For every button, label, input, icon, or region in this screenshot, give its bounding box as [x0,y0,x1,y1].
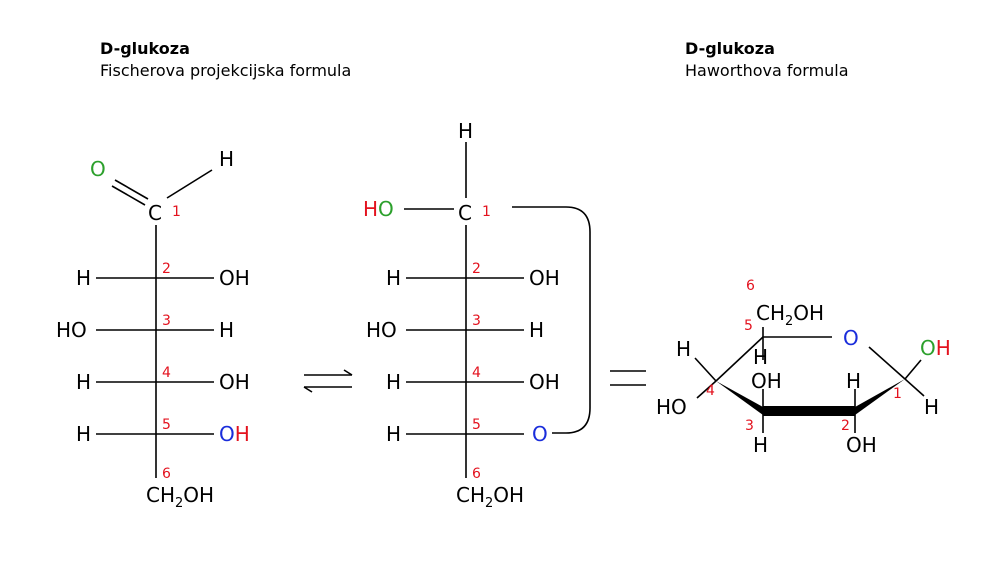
fischer2-oh-group: OH [493,483,524,507]
haworth-c4-ho: HO [656,395,687,419]
fischer2-c4-h: H [386,370,401,394]
fischer1-c5-hydroxyl-o: O [219,422,235,446]
haworth-anomeric-o: O [920,336,936,360]
haworth-carbon-number-6: 6 [746,278,755,294]
fischer1-c5-hydroxyl-h: H [235,422,250,446]
fischer1-ch-group: CH [146,483,175,507]
fischer2-ch-group: CH [456,483,485,507]
aldehyde-h-bond [166,169,213,199]
fischer2-carbon-number-3: 3 [472,313,481,329]
aldehyde-hydrogen: H [219,147,234,171]
haworth-carbon-number-4: 4 [706,383,715,399]
haworth-carbon-number-2: 2 [841,418,850,434]
fischer2-ch2-subscript: 2 [485,496,493,511]
equilibrium-reverse-head [303,386,313,393]
fischer2-anomeric-hydroxyl: HO [363,197,394,221]
haworth-o-c1-bond [868,346,906,380]
fischer1-ch2oh: CH2OH [146,483,214,511]
haworth-carbon-number-5: 5 [744,318,753,334]
aldehyde-oxygen: O [90,157,106,181]
fischer1-ch2-subscript: 2 [175,496,183,511]
fischer1-c2-oh: OH [219,266,250,290]
fischer-compound-name: D-glukoza [100,39,190,58]
fischer2-c1-carbon: C [458,201,472,225]
haworth-formula-type: Haworthova formula [685,61,849,80]
fischer2-c4-oh: OH [529,370,560,394]
haworth-ring-oxygen: O [843,326,859,350]
haworth-ch-group: CH [756,301,785,325]
fischer2-c2-h: H [386,266,401,290]
fischer2-carbon-number-5: 5 [472,417,481,433]
fischer1-c4-oh: OH [219,370,250,394]
fischer-formula-type: Fischerova projekcijska formula [100,61,352,80]
fischer2-c3-ho: HO [366,318,397,342]
fischer1-c5-hydroxyl: OH [219,422,250,446]
fischer1-oh-group: OH [183,483,214,507]
fischer1-carbon-number-3: 3 [162,313,171,329]
fischer1-carbon-number-2: 2 [162,261,171,277]
haworth-c1-h-bond [904,378,925,397]
ring-closure-bracket [512,206,591,434]
haworth-anomeric-hydroxyl: OH [920,336,951,360]
haworth-compound-name: D-glukoza [685,39,775,58]
fischer1-c3-ho: HO [56,318,87,342]
haworth-c3-oh: OH [751,369,782,393]
fischer2-carbon-number-1: 1 [482,204,491,220]
haworth-c1-h: H [924,395,939,419]
haworth-c5-h: H [753,345,768,369]
fischer2-anomeric-o: O [378,197,394,221]
fischer1-c2-h: H [76,266,91,290]
haworth-c4-h-bond [694,357,717,382]
haworth-c3-h: H [753,433,768,457]
fischer1-carbon-number-5: 5 [162,417,171,433]
haworth-header: D-glukoza Haworthova formula [685,38,849,82]
fischer1-carbon-number-6: 6 [162,466,171,482]
fischer2-c2-oh: OH [529,266,560,290]
fischer1-c1-carbon: C [148,201,162,225]
fischer1-c3-h: H [219,318,234,342]
haworth-oh-group: OH [793,301,824,325]
haworth-ch2-subscript: 2 [785,314,793,329]
fischer2-ring-oxygen: O [532,422,548,446]
haworth-carbon-number-1: 1 [893,386,902,402]
haworth-ch2oh: CH2OH [756,301,824,329]
fischer2-top-hydrogen: H [458,119,473,143]
haworth-anomeric-h: H [936,336,951,360]
haworth-c2-h: H [846,369,861,393]
fischer2-anomeric-h: H [363,197,378,221]
fischer1-c4-h: H [76,370,91,394]
fischer2-c5-h: H [386,422,401,446]
haworth-c2-oh: OH [846,433,877,457]
haworth-wedge-c2-c1 [855,379,905,415]
haworth-c4-h: H [676,337,691,361]
fischer2-ch2oh: CH2OH [456,483,524,511]
fischer2-carbon-number-2: 2 [472,261,481,277]
fischer-header: D-glukoza Fischerova projekcijska formul… [100,38,351,82]
haworth-c4-ho-bond [696,380,717,399]
carbonyl-bond-2 [111,185,146,206]
haworth-wedge-c4-c3 [716,381,763,415]
haworth-bold-bond-c3-c2 [763,406,855,416]
carbonyl-bond-1 [114,179,149,200]
fischer1-carbon-number-4: 4 [162,365,171,381]
fischer2-carbon-number-4: 4 [472,365,481,381]
haworth-carbon-number-3: 3 [745,418,754,434]
fischer1-carbon-number-1: 1 [172,204,181,220]
fischer2-carbon-number-6: 6 [472,466,481,482]
equilibrium-forward-head [343,369,353,376]
fischer2-c3-h: H [529,318,544,342]
fischer1-c5-h: H [76,422,91,446]
haworth-c4-c5-bond [715,336,764,382]
haworth-c1-oh-bond [904,359,922,380]
